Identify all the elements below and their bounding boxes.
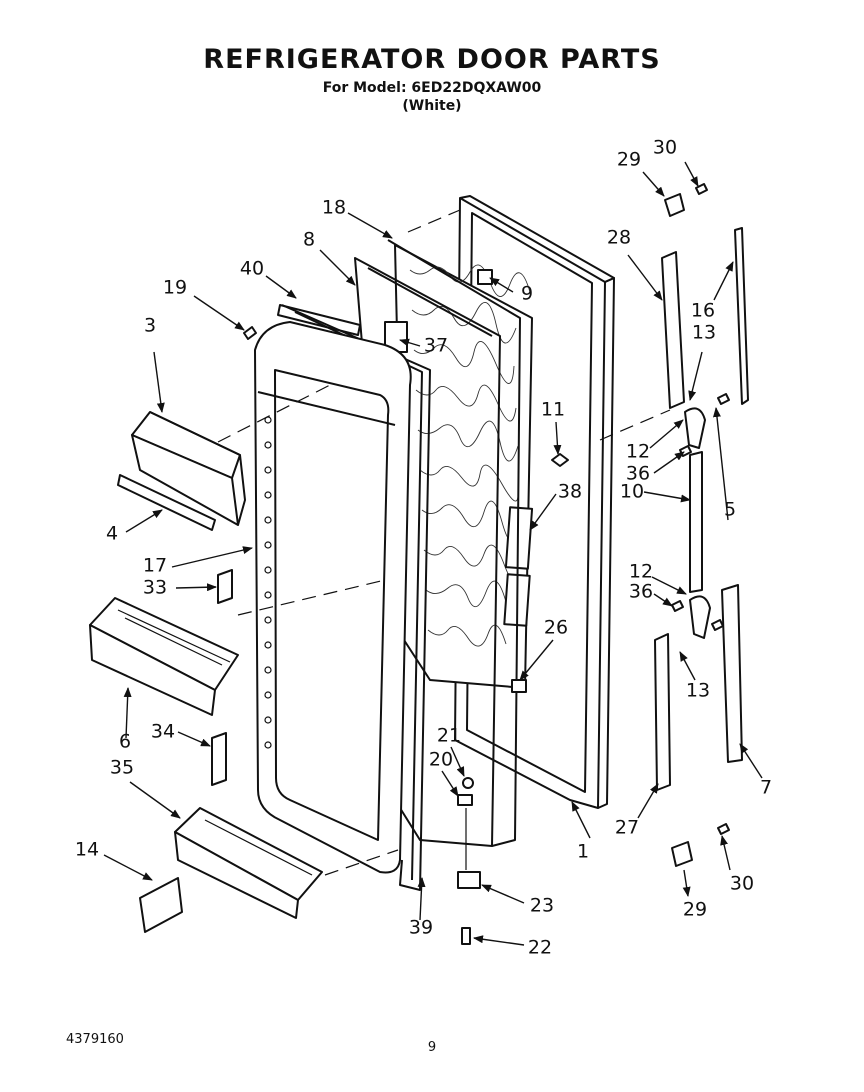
- page-title: REFRIGERATOR DOOR PARTS: [203, 44, 661, 75]
- part-dairy-door: [131, 411, 246, 526]
- callout-13a: 13: [692, 322, 716, 344]
- callout-labels: 1 3 4 5 6 7 8 9 10 11 12 12 13 13 14 16 …: [75, 137, 772, 959]
- part-spacer-20: [457, 794, 473, 806]
- part-handle-mounts-13-10: [684, 407, 711, 639]
- callout-40: 40: [240, 258, 264, 280]
- part-inner-door-liner: [254, 321, 412, 874]
- callout-27: 27: [615, 817, 639, 839]
- callout-8: 8: [303, 229, 315, 251]
- callout-37: 37: [424, 335, 448, 357]
- part-shelf-bracket-33: [217, 569, 233, 604]
- callout-16: 16: [691, 300, 715, 322]
- callout-19: 19: [163, 277, 187, 299]
- part-screw-19: [243, 326, 257, 340]
- callout-leaders: [103, 161, 763, 946]
- part-clip-11: [551, 453, 569, 467]
- part-end-caps-29-30: [664, 183, 730, 867]
- part-dairy-trim: [117, 474, 216, 531]
- callout-38: 38: [558, 481, 582, 503]
- callout-11: 11: [541, 399, 565, 421]
- part-trim-strip: [277, 304, 361, 336]
- part-small-door-shelf: [174, 807, 323, 919]
- callout-33: 33: [143, 577, 167, 599]
- part-screw-22: [461, 927, 471, 945]
- callout-10: 10: [620, 481, 644, 503]
- part-shelf-bracket-34: [211, 732, 227, 786]
- part-shelf-bracket-14: [139, 877, 183, 933]
- color-line: (White): [402, 98, 462, 114]
- callout-12a: 12: [626, 441, 650, 463]
- callout-36a: 36: [626, 463, 650, 485]
- part-screws-12-36: [671, 393, 730, 631]
- alignment-lines: [217, 209, 671, 876]
- callout-39: 39: [409, 917, 433, 939]
- page-number: 9: [427, 1040, 437, 1055]
- callout-29b: 29: [683, 899, 707, 921]
- callout-23: 23: [530, 895, 554, 917]
- part-handle-upper-27-28: [654, 251, 685, 791]
- callout-30b: 30: [730, 873, 754, 895]
- callout-1: 1: [577, 841, 589, 863]
- liner-dimples: [264, 416, 272, 749]
- callout-30a: 30: [653, 137, 677, 159]
- callout-17: 17: [143, 555, 167, 577]
- model-line: For Model: 6ED22DQXAW00: [322, 80, 542, 96]
- callout-7: 7: [760, 777, 772, 799]
- callout-9: 9: [521, 283, 533, 305]
- callout-6: 6: [119, 731, 131, 753]
- callout-12b: 12: [629, 561, 653, 583]
- callout-22: 22: [528, 937, 552, 959]
- callout-34: 34: [151, 721, 175, 743]
- part-hinge-23: [457, 871, 481, 889]
- part-washer-21: [462, 777, 474, 789]
- part-handle-trim-16-7: [721, 227, 749, 763]
- callout-20: 20: [429, 749, 453, 771]
- part-plug-9: [477, 269, 493, 285]
- callout-5: 5: [724, 499, 736, 521]
- callout-28: 28: [607, 227, 631, 249]
- callout-14: 14: [75, 839, 99, 861]
- callout-18: 18: [322, 197, 346, 219]
- callout-26: 26: [544, 617, 568, 639]
- callout-21: 21: [437, 725, 461, 747]
- callout-3: 3: [144, 315, 156, 337]
- callout-36b: 36: [629, 581, 653, 603]
- part-large-door-shelf: [89, 597, 239, 716]
- callout-13b: 13: [686, 680, 710, 702]
- part-foam-insulation: [394, 244, 534, 689]
- document-number: 4379160: [66, 1032, 124, 1047]
- callout-29a: 29: [617, 149, 641, 171]
- part-clip-26: [511, 679, 527, 693]
- callout-4: 4: [106, 523, 118, 545]
- callout-35: 35: [110, 757, 134, 779]
